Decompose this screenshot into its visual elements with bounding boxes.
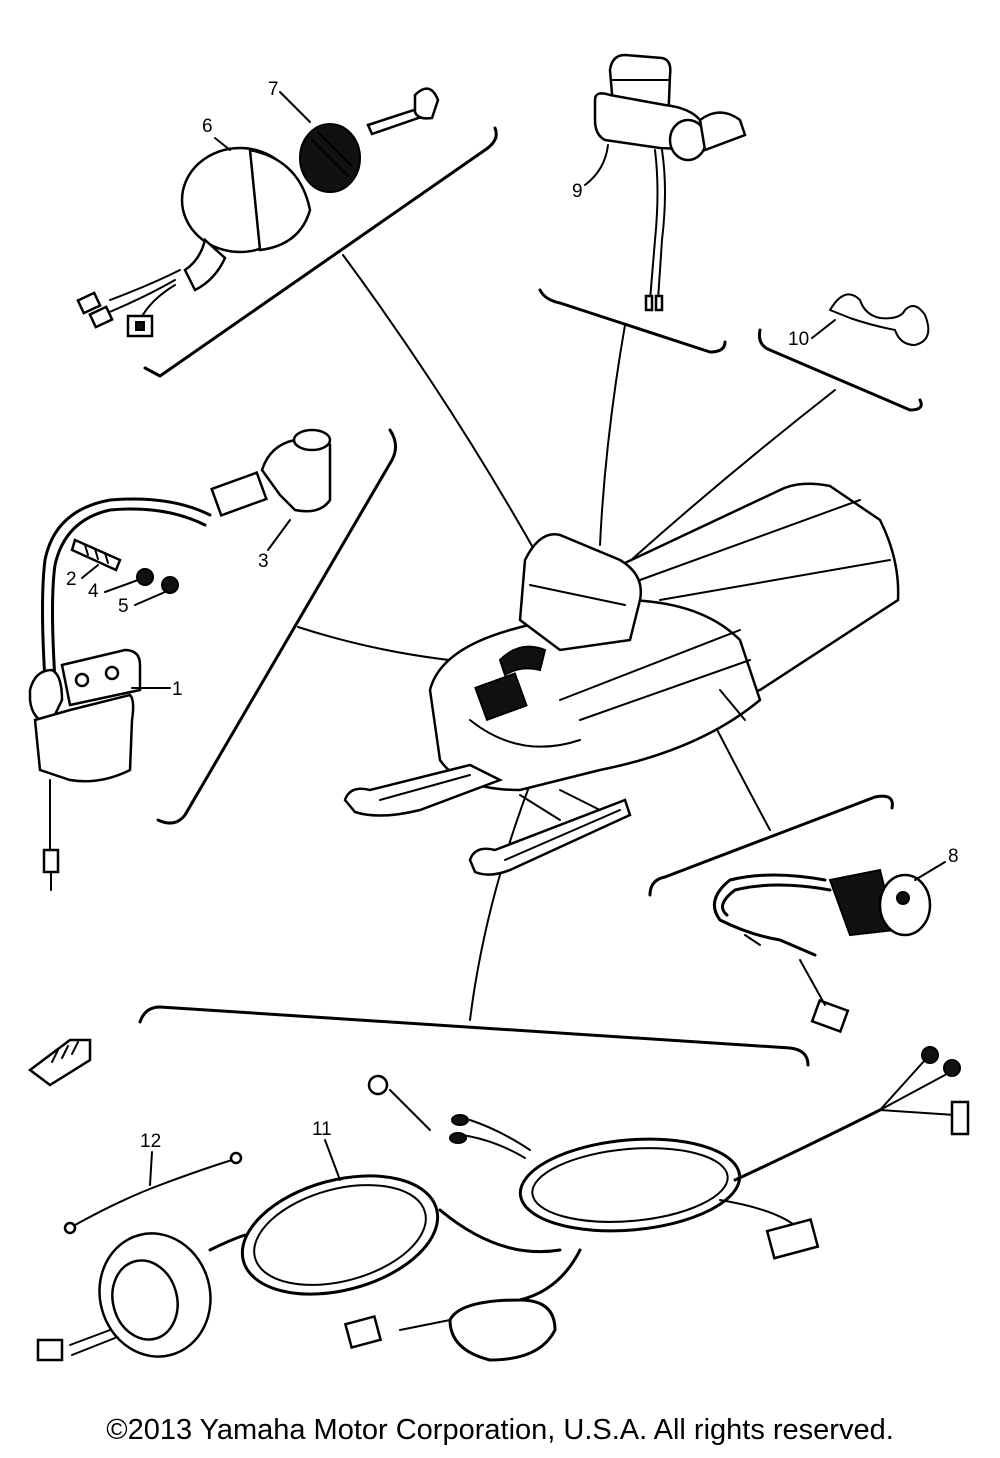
callout-4-leader — [104, 579, 139, 593]
callout-9-leader — [584, 144, 609, 186]
callout-8: 8 — [948, 846, 959, 867]
leader-relay — [599, 324, 626, 546]
copyright-notice: ©2013 Yamaha Motor Corporation, U.S.A. A… — [106, 1414, 894, 1446]
callout-2-leader — [81, 564, 99, 579]
bracket-kill-switch — [648, 794, 894, 897]
callout-3-leader — [267, 519, 291, 551]
callout-5: 5 — [118, 596, 129, 617]
callout-2: 2 — [66, 569, 77, 590]
leader-tether — [619, 389, 836, 571]
snowmobile — [343, 482, 900, 876]
part-relay — [593, 53, 747, 312]
callout-3: 3 — [258, 551, 269, 572]
part-stamp-tag — [27, 1038, 92, 1087]
callout-1: 1 — [172, 679, 183, 700]
leader-ignition-switch — [342, 254, 541, 561]
part-key-nut — [299, 87, 440, 193]
callout-11: 11 — [312, 1119, 332, 1140]
callout-4: 4 — [88, 581, 99, 602]
callout-12-leader — [149, 1151, 153, 1186]
bracket-wire-harness — [138, 1005, 810, 1067]
part-wire-harness — [36, 1046, 970, 1362]
callout-10-leader — [811, 319, 836, 339]
bracket-ignition-coil — [156, 428, 397, 825]
callout-5-leader — [134, 591, 166, 606]
callout-7-leader — [279, 91, 311, 123]
callout-6-leader — [214, 137, 231, 151]
callout-8-leader — [914, 861, 946, 881]
callout-10: 10 — [788, 329, 809, 350]
callout-7: 7 — [268, 79, 279, 100]
callout-6: 6 — [202, 116, 213, 137]
callout-9: 9 — [572, 181, 583, 202]
bracket-ignition-switch — [143, 126, 498, 378]
part-ignition-switch — [76, 146, 312, 338]
bracket-relay — [538, 288, 727, 354]
bracket-tether — [758, 328, 923, 412]
callout-11-leader — [324, 1139, 341, 1181]
callout-12: 12 — [140, 1131, 161, 1152]
part-ignition-coil — [28, 428, 332, 891]
part-tether-clip — [829, 293, 930, 346]
part-ground-lead — [63, 1151, 243, 1235]
part-kill-switch — [712, 868, 932, 1034]
